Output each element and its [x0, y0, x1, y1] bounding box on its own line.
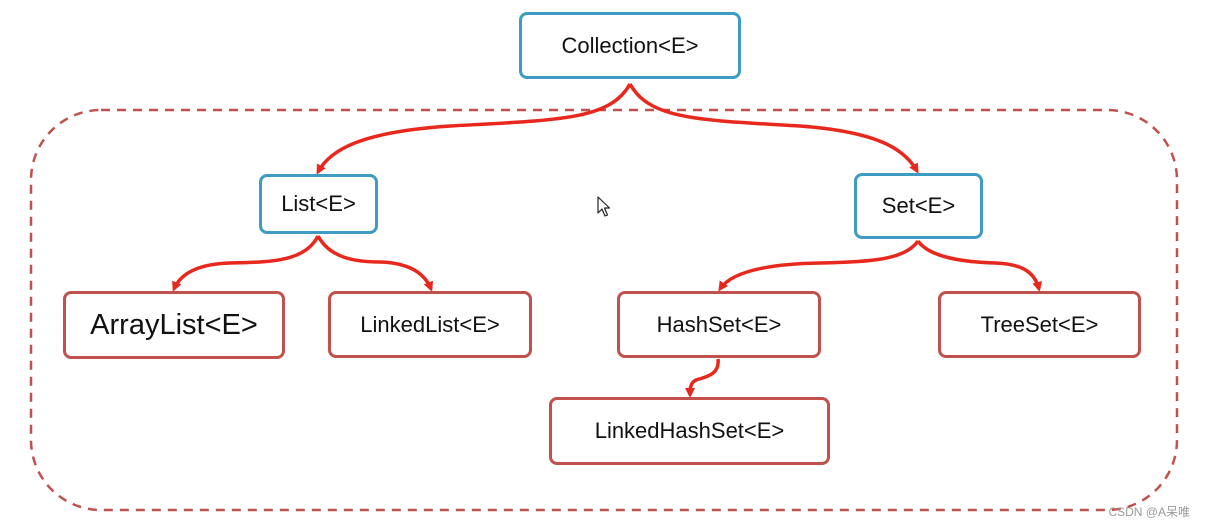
mouse-pointer-icon [597, 196, 611, 223]
set-label: Set<E> [881, 193, 956, 218]
hashset-label: HashSet<E> [656, 311, 782, 337]
linkedlist-node: LinkedList<E> [328, 291, 532, 358]
edge-set-to-treeset [916, 239, 1043, 292]
collection-subtypes-group [29, 108, 1179, 512]
collection-node: Collection<E> [519, 12, 741, 79]
watermark: CSDN @A呆唯 [1108, 505, 1190, 519]
edge-list-to-arraylist [172, 235, 320, 292]
collection-label: Collection<E> [561, 32, 699, 58]
linkedlist-label: LinkedList<E> [360, 311, 500, 337]
arraylist-label: ArrayList<E> [90, 308, 258, 341]
edge-collection-to-list [316, 83, 632, 175]
treeset-node: TreeSet<E> [938, 291, 1141, 358]
set-node: Set<E> [854, 173, 983, 239]
edge-hashset-to-linkedhashset [685, 358, 720, 398]
edge-set-to-hashset [718, 239, 920, 292]
hashset-node: HashSet<E> [617, 291, 821, 358]
list-node: List<E> [259, 174, 378, 234]
edge-list-to-linkedlist [316, 235, 434, 292]
treeset-label: TreeSet<E> [980, 311, 1099, 337]
arraylist-node: ArrayList<E> [63, 291, 285, 359]
list-label: List<E> [281, 191, 356, 216]
linkedhashset-node: LinkedHashSet<E> [549, 397, 830, 465]
linkedhashset-label: LinkedHashSet<E> [594, 418, 785, 443]
edge-collection-to-set [628, 83, 919, 174]
